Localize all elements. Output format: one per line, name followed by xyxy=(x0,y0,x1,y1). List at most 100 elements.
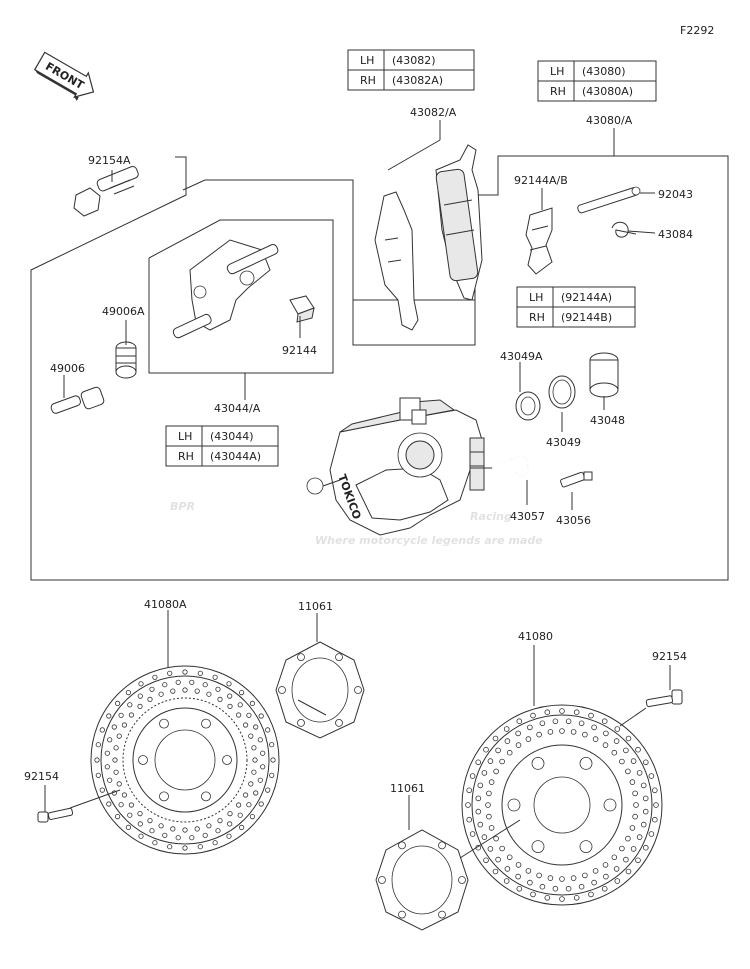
disc-vent-hole xyxy=(530,891,536,898)
disc-vent-hole xyxy=(469,831,476,837)
gasket-hole xyxy=(335,653,343,661)
disc-vent-hole xyxy=(643,844,649,851)
disc-vent-hole xyxy=(582,872,588,879)
disc-vent-hole xyxy=(127,702,133,708)
label-43049a: 43049A xyxy=(500,350,543,363)
boot-49006a xyxy=(115,341,137,379)
bolt-92154a xyxy=(73,165,139,217)
disc-vent-hole xyxy=(121,792,128,798)
disc-vent-hole xyxy=(495,856,501,863)
disc-vent-hole xyxy=(506,854,513,861)
disc-vent-hole xyxy=(99,727,105,733)
disc-vent-hole xyxy=(104,764,110,770)
disc-vent-hole xyxy=(481,770,488,776)
disc-vent-hole xyxy=(614,878,621,884)
disc-vent-hole xyxy=(559,876,565,882)
disc-vent-hole xyxy=(635,746,641,753)
disc-vent-hole xyxy=(503,726,510,732)
disc-vent-hole xyxy=(215,686,221,692)
disc-vent-hole xyxy=(565,885,572,892)
disc-vent-hole xyxy=(515,862,522,868)
disc-vent-hole xyxy=(466,787,472,794)
disc-vent-hole xyxy=(206,691,212,697)
disc-vent-hole xyxy=(111,724,117,730)
disc-vent-hole xyxy=(623,747,629,754)
disc-vent-hole xyxy=(504,866,511,872)
disc-vent-hole xyxy=(265,727,271,733)
disc-vent-hole xyxy=(121,722,128,728)
disc-vent-hole xyxy=(504,738,511,744)
label-92043: 92043 xyxy=(658,188,693,201)
disc-vent-hole xyxy=(588,712,594,719)
label-43056: 43056 xyxy=(556,514,591,527)
disc-bolt-hole xyxy=(201,718,211,729)
front-arrow-icon: FRONT xyxy=(33,51,95,101)
label-92154-right: 92154 xyxy=(652,650,687,663)
disc-vent-hole xyxy=(477,821,484,828)
disc-vent-hole xyxy=(242,722,249,728)
gasket-hole xyxy=(297,653,305,661)
disc-vent-hole xyxy=(138,681,144,687)
disc-vent-hole xyxy=(137,821,143,827)
disc-vent-hole xyxy=(118,712,124,718)
disc-vent-hole xyxy=(212,840,218,846)
disc-vent-hole xyxy=(625,835,631,842)
disc-vent-hole xyxy=(95,772,101,778)
disc-vent-hole xyxy=(189,835,195,841)
disc-vent-hole xyxy=(147,696,153,703)
disc-vent-hole xyxy=(602,742,609,748)
disc-vent-hole xyxy=(252,757,258,763)
callout-labels: 92154A 49006A 49006 43082/A 43080/A 9214… xyxy=(24,106,693,795)
disc-vent-hole xyxy=(246,802,252,808)
disc-vent-hole xyxy=(182,827,188,833)
disc-vent-hole xyxy=(125,690,132,696)
disc-vent-hole xyxy=(270,757,276,763)
clip-43084 xyxy=(611,221,637,238)
disc-vent-hole xyxy=(253,790,259,796)
disc-vent-hole xyxy=(652,816,658,823)
disc-vent-hole xyxy=(167,670,173,676)
disc-vent-hole xyxy=(630,846,637,852)
label-11061-lower: 11061 xyxy=(390,782,425,795)
disc-vent-hole xyxy=(495,747,501,754)
pin-49006 xyxy=(50,386,105,414)
label-49006: 49006 xyxy=(50,362,85,375)
disc-vent-hole xyxy=(113,745,119,751)
disc-vent-hole xyxy=(258,713,264,719)
disc-vent-hole xyxy=(258,801,264,807)
disc-vent-hole xyxy=(227,703,233,710)
disc-vent-hole xyxy=(486,813,492,820)
piston-43048 xyxy=(589,352,619,398)
disc-vent-hole xyxy=(527,879,533,886)
t92144-part-1: (92144B) xyxy=(561,311,612,324)
disc-vent-hole xyxy=(611,749,618,756)
disc-vent-hole xyxy=(257,777,263,783)
label-43082a: 43082/A xyxy=(410,106,457,119)
disc-vent-hole xyxy=(137,703,143,710)
label-43084: 43084 xyxy=(658,228,693,241)
disc-bolt-hole xyxy=(579,840,593,853)
disc-vent-hole xyxy=(194,688,200,694)
table-92144: LH (92144A) RH (92144B) xyxy=(516,286,636,328)
disc-bolt-92154-left xyxy=(37,807,74,823)
disc-vent-hole xyxy=(486,790,492,797)
disc-vent-hole xyxy=(613,738,620,744)
disc-vent-hole xyxy=(197,844,203,850)
disc-vent-hole xyxy=(578,720,585,727)
watermark: BPR Racing Where motorcycle legends are … xyxy=(170,500,543,547)
t43080-side-1: RH xyxy=(550,85,566,98)
disc-vent-hole xyxy=(582,731,588,738)
gasket-11061-b xyxy=(375,829,469,931)
disc-vent-hole xyxy=(536,731,542,738)
disc-vent-hole xyxy=(539,720,546,727)
pad-spring-92144ab xyxy=(525,207,553,275)
gasket-11061-a xyxy=(275,641,365,739)
t43080-part-1: (43080A) xyxy=(582,85,633,98)
disc-bolt-hole xyxy=(201,791,211,802)
disc-vent-hole xyxy=(488,825,495,831)
disc-vent-hole xyxy=(152,674,158,680)
disc-vent-hole xyxy=(619,845,625,852)
disc-vent-hole xyxy=(149,828,155,834)
disc-vent-hole xyxy=(652,787,658,794)
watermark-sub: Racing xyxy=(470,510,512,523)
